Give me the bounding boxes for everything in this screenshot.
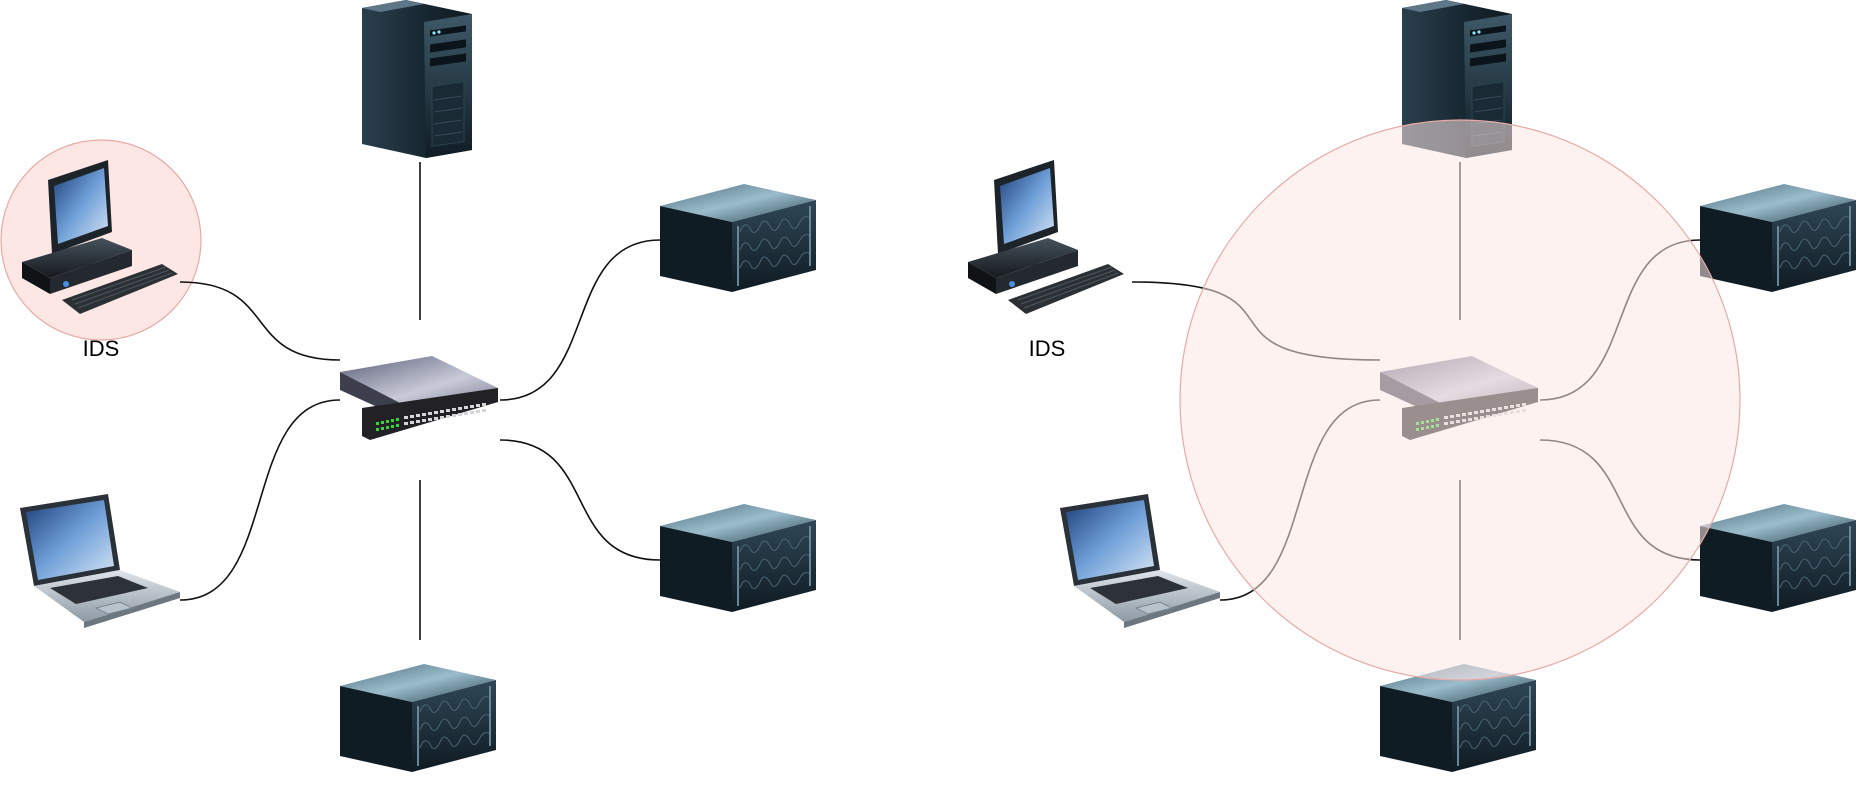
- rack-server-icon: [1699, 503, 1857, 613]
- network-links: [179, 162, 661, 640]
- tower-server-icon: [361, 0, 473, 159]
- laptop-icon: [19, 493, 181, 629]
- link-ids-pc: [179, 281, 341, 361]
- rack-server-icon: [339, 663, 497, 773]
- desktop-pc-icon: [967, 159, 1125, 315]
- link-laptop: [179, 399, 341, 601]
- ids-label: IDS: [83, 336, 120, 361]
- rack-server-icon: [659, 503, 817, 613]
- switch-icon: [340, 356, 498, 440]
- diagram-left: IDS: [0, 0, 817, 773]
- link-rack-right-bottom: [499, 439, 661, 561]
- ids-label: IDS: [1029, 336, 1066, 361]
- rack-server-icon: [659, 183, 817, 293]
- link-rack-right-top: [499, 239, 661, 401]
- rack-server-icon: [1699, 183, 1857, 293]
- segment-highlight-circle: [1179, 119, 1741, 681]
- laptop-icon: [1059, 493, 1221, 629]
- diagram-right: IDS: [967, 0, 1857, 773]
